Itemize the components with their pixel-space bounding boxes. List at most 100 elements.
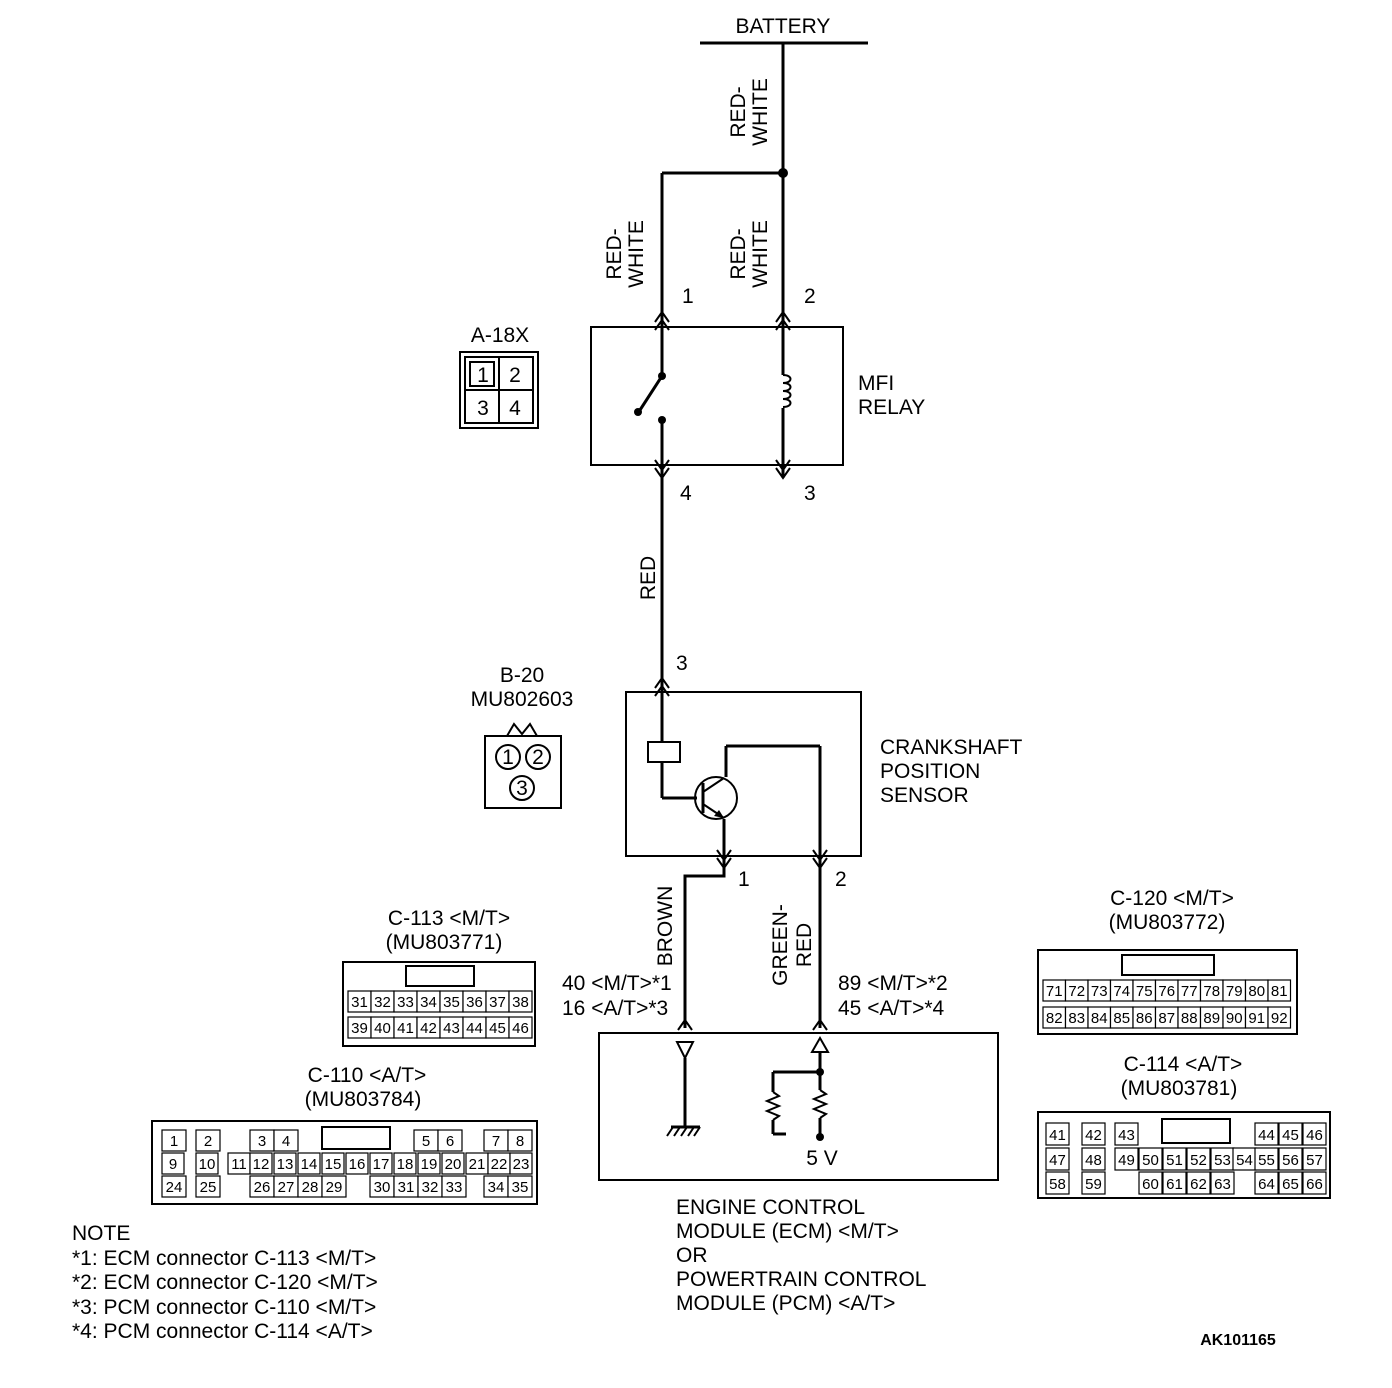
c110-pin-label: 3	[258, 1133, 266, 1150]
c110-pin-label: 26	[254, 1179, 271, 1196]
a18x-cell-1: 1	[477, 364, 489, 387]
c110-pin-label: 22	[491, 1156, 508, 1173]
wire-label-red: RED	[637, 556, 660, 600]
c114-part: (MU803781)	[1121, 1077, 1238, 1100]
battery: BATTERY	[700, 15, 868, 45]
ecm-label-1: ENGINE CONTROL	[676, 1196, 865, 1219]
hall-element-icon	[647, 741, 681, 763]
c113-pin-label: 31	[351, 994, 368, 1011]
c114-pin-cell	[1186, 1147, 1211, 1171]
c120-pin-label: 72	[1068, 983, 1085, 1000]
c110-pin-cell	[195, 1175, 221, 1198]
c110-pin-label: 6	[446, 1133, 454, 1150]
c110-pin-label: 30	[374, 1179, 391, 1196]
mfi-relay	[590, 310, 844, 480]
sensor-pin-1: 1	[738, 868, 750, 891]
c110-pin-label: 9	[169, 1156, 177, 1173]
c113-part: (MU803771)	[386, 931, 503, 954]
relay-pin-2: 2	[804, 285, 816, 308]
c120-pin-label: 92	[1271, 1010, 1288, 1027]
ecm-label-4: POWERTRAIN CONTROL	[676, 1268, 926, 1291]
c113-pin-cell	[508, 990, 533, 1013]
c110-pin-label: 23	[513, 1156, 530, 1173]
c110-pin-cell	[369, 1152, 393, 1175]
relay-pin-3: 3	[804, 482, 816, 505]
c113-pin-label: 45	[489, 1020, 506, 1037]
c120-pin-label: 71	[1046, 983, 1063, 1000]
c120-id: C-120 <M/T>	[1110, 887, 1234, 910]
c114-pin-cell	[1138, 1147, 1163, 1171]
c110-pin-label: 10	[199, 1156, 216, 1173]
c110-pin-cell	[321, 1175, 347, 1198]
c114-pin-label: 64	[1258, 1176, 1275, 1193]
wire-label-battery-feed: RED-WHITE	[727, 78, 772, 146]
c110-pin-cell	[441, 1152, 465, 1175]
c114-pin-cell	[1302, 1147, 1327, 1171]
c120-pin-label: 86	[1136, 1010, 1153, 1027]
c110-pin-cell	[507, 1175, 533, 1198]
c120-pin-label: 79	[1226, 983, 1243, 1000]
c113-pin-label: 33	[397, 994, 414, 1011]
c110-pin-label: 32	[422, 1179, 439, 1196]
c110-pin-label: 27	[278, 1179, 295, 1196]
c110-pin-cell	[437, 1129, 463, 1152]
note-title: NOTE	[72, 1222, 130, 1245]
c120-pin-label: 78	[1203, 983, 1220, 1000]
sensor-pin-2: 2	[835, 868, 847, 891]
c114-pin-label: 63	[1214, 1176, 1231, 1193]
c110-pin-label: 28	[302, 1179, 319, 1196]
c110-pin-label: 25	[200, 1179, 217, 1196]
c110-part: (MU803784)	[305, 1088, 422, 1111]
c114-pin-cell	[1081, 1171, 1106, 1195]
c120-pin-label: 91	[1248, 1010, 1265, 1027]
c110-pin-label: 15	[325, 1156, 342, 1173]
note-line-4: *4: PCM connector C-114 <A/T>	[72, 1320, 373, 1343]
ecm-module: 5 V	[598, 1018, 999, 1181]
c110-pin-label: 4	[282, 1133, 290, 1150]
c120-pin-label: 81	[1271, 983, 1288, 1000]
figure-id: AK101165	[1200, 1332, 1276, 1349]
relay-pin-1: 1	[682, 285, 694, 308]
c114-pin-label: 66	[1306, 1176, 1323, 1193]
c110-pin-cell	[345, 1152, 369, 1175]
c110-pin-cell	[509, 1152, 533, 1175]
c114-pin-label: 54	[1236, 1152, 1253, 1169]
pullup-resistor-icon	[811, 1089, 829, 1119]
b20-cell-3: 3	[516, 777, 528, 800]
c113-pin-label: 35	[443, 994, 460, 1011]
wire-label-relay-pin2: RED-WHITE	[727, 220, 772, 288]
c114-pin-cell	[1254, 1147, 1279, 1171]
c114-pin-label: 49	[1118, 1152, 1135, 1169]
c110-pin-cell	[249, 1152, 273, 1175]
c114-pin-cell	[1045, 1171, 1070, 1195]
c113-pin-label: 44	[466, 1020, 483, 1037]
c120-pin-label: 84	[1091, 1010, 1108, 1027]
c114-pin-label: 55	[1258, 1152, 1275, 1169]
c110-pin-label: 20	[445, 1156, 462, 1173]
ecm-pin-right-2: 45 <A/T>*4	[838, 997, 945, 1020]
c114-pin-cell	[1254, 1171, 1279, 1195]
c110-pin-label: 11	[231, 1156, 247, 1173]
c120-pin-label: 82	[1046, 1010, 1063, 1027]
brown-wire	[683, 866, 726, 1028]
sensor-label-line1: CRANKSHAFT	[880, 736, 1023, 759]
resistor-icon	[764, 1091, 782, 1121]
c110-pin-cell	[297, 1152, 321, 1175]
c110-pin-label: 8	[516, 1133, 524, 1150]
c114-pin-label: 53	[1214, 1152, 1231, 1169]
ecm-pin-right-1: 89 <M/T>*2	[838, 972, 948, 995]
c113-pin-label: 46	[512, 1020, 529, 1037]
c114-pin-cell	[1081, 1122, 1106, 1146]
c114-pin-cell	[1114, 1147, 1139, 1171]
c113-pin-label: 32	[374, 994, 391, 1011]
c114-pin-label: 50	[1142, 1152, 1159, 1169]
wire-label-brown: BROWN	[654, 886, 677, 967]
c114-pin-label: 58	[1049, 1176, 1066, 1193]
a18x-cell-4: 4	[509, 397, 521, 420]
c120-pin-cell	[1267, 979, 1292, 1002]
c114-pin-cell	[1045, 1147, 1070, 1171]
crankshaft-position-sensor	[625, 676, 862, 870]
c110-pin-label: 18	[397, 1156, 414, 1173]
